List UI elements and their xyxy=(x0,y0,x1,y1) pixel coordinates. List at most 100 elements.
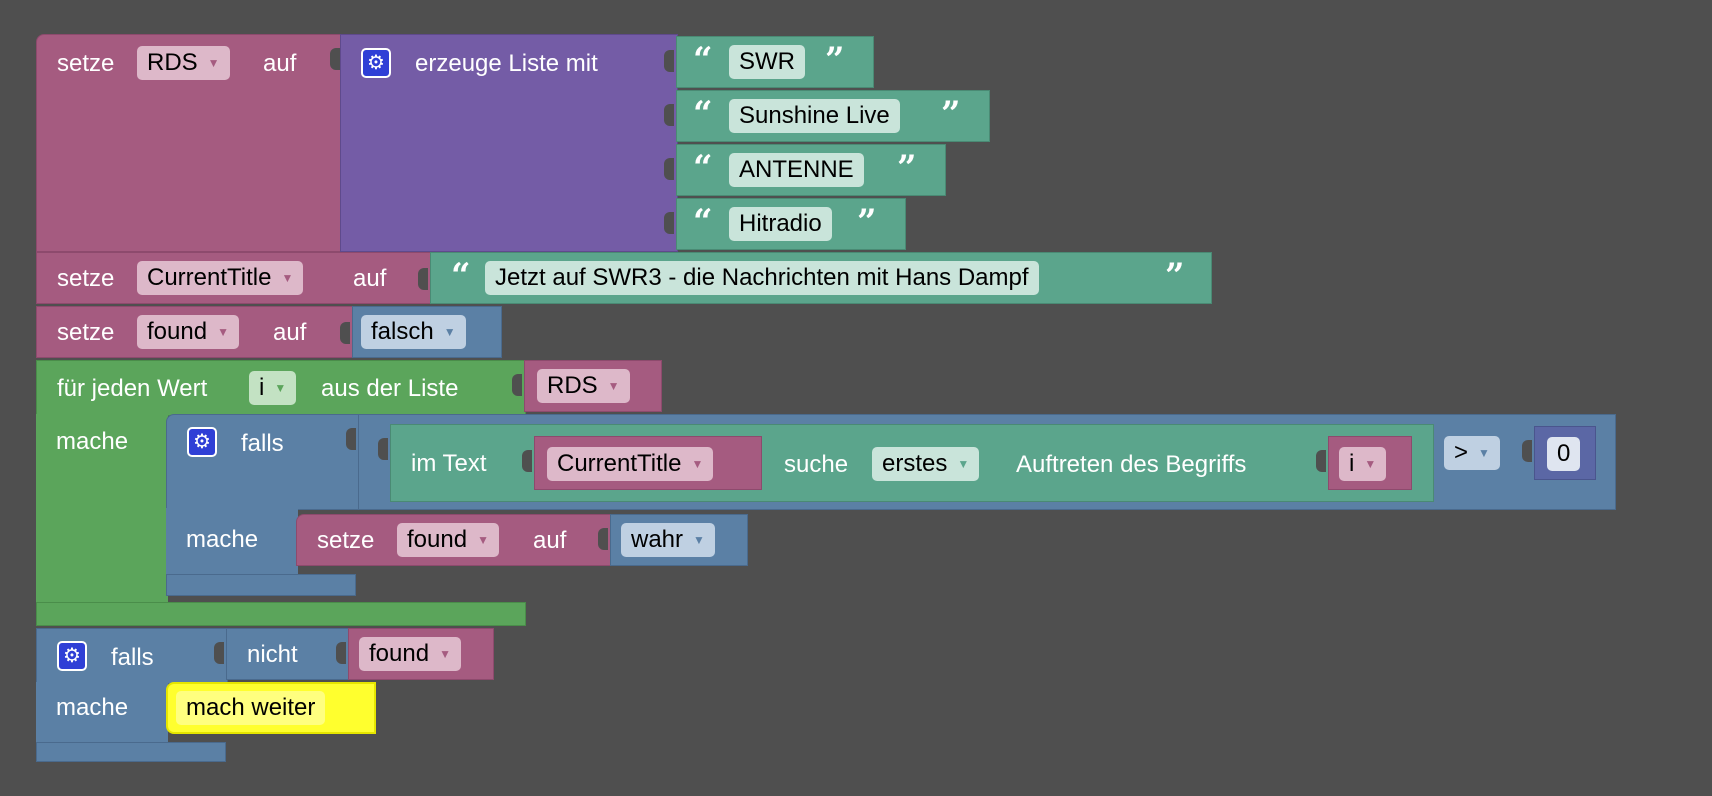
text-block-hitradio[interactable]: “ Hitradio ” xyxy=(676,198,906,250)
for-each-block[interactable]: für jeden Wert i▼ aus der Liste xyxy=(36,360,526,416)
triangle-down-icon: ▼ xyxy=(477,533,489,547)
input-notch xyxy=(418,268,428,290)
rds-variable-name: RDS xyxy=(147,49,198,76)
boolean-value: falsch xyxy=(371,318,434,345)
continue-label: mach weiter xyxy=(176,691,326,725)
term-variable-name: i xyxy=(1349,450,1355,477)
not-label: nicht xyxy=(247,641,298,668)
text-field[interactable]: ANTENNE xyxy=(729,153,864,187)
setze-label: setze xyxy=(57,319,115,346)
close-quote-icon: ” xyxy=(857,202,877,242)
if-label: falls xyxy=(111,644,154,671)
triangle-down-icon: ▼ xyxy=(439,647,451,661)
occurrence-label: Auftreten des Begriffs xyxy=(1016,451,1247,478)
auf-label: auf xyxy=(353,265,387,292)
open-quote-icon: “ xyxy=(451,256,471,296)
in-text-label: im Text xyxy=(411,450,487,477)
input-notch xyxy=(598,528,608,550)
if-block[interactable]: ⚙ falls xyxy=(166,414,360,510)
number-field[interactable]: 0 xyxy=(1547,437,1581,471)
occurrence-dropdown[interactable]: erstes▼ xyxy=(872,447,980,481)
title-variable-dropdown[interactable]: CurrentTitle ▼ xyxy=(137,261,304,295)
auf-label: auf xyxy=(263,50,297,77)
triangle-down-icon: ▼ xyxy=(693,533,705,547)
not-block[interactable]: nicht xyxy=(226,628,350,680)
text-block-sunshine[interactable]: “ Sunshine Live ” xyxy=(676,90,990,142)
input-notch xyxy=(340,322,350,344)
set-found-block[interactable]: setze found▼ auf xyxy=(36,306,354,358)
input-notch xyxy=(512,374,522,396)
title-text-field[interactable]: Jetzt auf SWR3 - die Nachrichten mit Han… xyxy=(485,261,1039,295)
close-quote-icon: ” xyxy=(825,40,845,80)
create-list-block[interactable]: ⚙ erzeuge Liste mit xyxy=(340,34,678,252)
auf-label: auf xyxy=(533,527,567,554)
if-bottom xyxy=(166,574,356,596)
input-notch xyxy=(664,212,674,234)
input-notch xyxy=(214,642,224,664)
close-quote-icon: ” xyxy=(897,148,917,188)
from-list-label: aus der Liste xyxy=(321,375,459,402)
input-notch xyxy=(330,48,340,70)
found-variable-name: found xyxy=(407,526,468,553)
compare-operator-dropdown[interactable]: >▼ xyxy=(1444,436,1500,470)
term-variable-block[interactable]: i▼ xyxy=(1328,436,1412,490)
boolean-true-block[interactable]: wahr ▼ xyxy=(610,514,748,566)
triangle-down-icon: ▼ xyxy=(207,56,220,70)
text-field[interactable]: Hitradio xyxy=(729,207,832,241)
text-field[interactable]: Sunshine Live xyxy=(729,99,900,133)
setze-label: setze xyxy=(57,50,115,77)
triangle-down-icon: ▼ xyxy=(281,271,294,285)
number-block[interactable]: 0 xyxy=(1534,426,1596,480)
if-not-bottom xyxy=(36,742,226,762)
text-field[interactable]: SWR xyxy=(729,45,805,79)
triangle-down-icon: ▼ xyxy=(1478,446,1490,460)
if-not-block[interactable]: ⚙ falls xyxy=(36,628,228,684)
found-variable-dropdown[interactable]: found ▼ xyxy=(359,637,461,671)
auf-label: auf xyxy=(273,319,307,346)
title-text-block[interactable]: “ Jetzt auf SWR3 - die Nachrichten mit H… xyxy=(430,252,1212,304)
found-variable-dropdown[interactable]: found ▼ xyxy=(397,523,499,557)
for-each-bottom xyxy=(36,602,526,626)
input-notch xyxy=(1522,440,1532,462)
boolean-dropdown[interactable]: falsch ▼ xyxy=(361,315,466,349)
title-variable-name: CurrentTitle xyxy=(147,264,272,291)
input-notch xyxy=(522,450,532,472)
found-variable-name: found xyxy=(369,640,430,667)
text-variable-dropdown[interactable]: CurrentTitle▼ xyxy=(547,447,714,481)
if-not-do-label: mache xyxy=(56,694,129,721)
text-block-antenne[interactable]: “ ANTENNE ” xyxy=(676,144,946,196)
boolean-block[interactable]: falsch ▼ xyxy=(352,306,502,358)
triangle-down-icon: ▼ xyxy=(443,325,456,339)
boolean-dropdown[interactable]: wahr ▼ xyxy=(621,523,715,557)
triangle-down-icon: ▼ xyxy=(957,457,970,471)
gear-icon[interactable]: ⚙ xyxy=(57,641,87,671)
text-block-swr[interactable]: “ SWR ” xyxy=(676,36,874,88)
gear-icon[interactable]: ⚙ xyxy=(361,48,391,78)
term-variable-dropdown[interactable]: i▼ xyxy=(1339,447,1387,481)
if-label: falls xyxy=(241,430,284,457)
found-variable-name: found xyxy=(147,318,208,345)
loop-do-label: mache xyxy=(56,428,129,455)
set-title-block[interactable]: setze CurrentTitle▼ auf xyxy=(36,252,432,304)
found-variable-block[interactable]: found ▼ xyxy=(348,628,494,680)
set-rds-block[interactable]: setze RDS ▼ auf xyxy=(36,34,344,252)
loop-variable-dropdown[interactable]: i▼ xyxy=(249,371,297,405)
set-found-true-block[interactable]: setze found▼ auf xyxy=(296,514,612,566)
triangle-down-icon: ▼ xyxy=(274,381,287,395)
input-notch xyxy=(664,50,674,72)
continue-block[interactable]: mach weiter xyxy=(166,682,376,734)
list-variable-dropdown[interactable]: RDS▼ xyxy=(537,369,630,403)
rds-variable-dropdown[interactable]: RDS ▼ xyxy=(137,46,230,80)
input-notch xyxy=(336,642,346,664)
list-variable-block[interactable]: RDS▼ xyxy=(524,360,662,412)
open-quote-icon: “ xyxy=(693,148,713,188)
text-variable-block[interactable]: CurrentTitle▼ xyxy=(534,436,762,490)
open-quote-icon: “ xyxy=(693,40,713,80)
operator-value: > xyxy=(1454,439,1469,466)
input-notch xyxy=(1316,450,1326,472)
found-variable-dropdown[interactable]: found▼ xyxy=(137,315,239,349)
list-variable-name: RDS xyxy=(547,372,598,399)
gear-icon[interactable]: ⚙ xyxy=(187,427,217,457)
triangle-down-icon: ▼ xyxy=(691,457,704,471)
boolean-value: wahr xyxy=(631,526,684,553)
